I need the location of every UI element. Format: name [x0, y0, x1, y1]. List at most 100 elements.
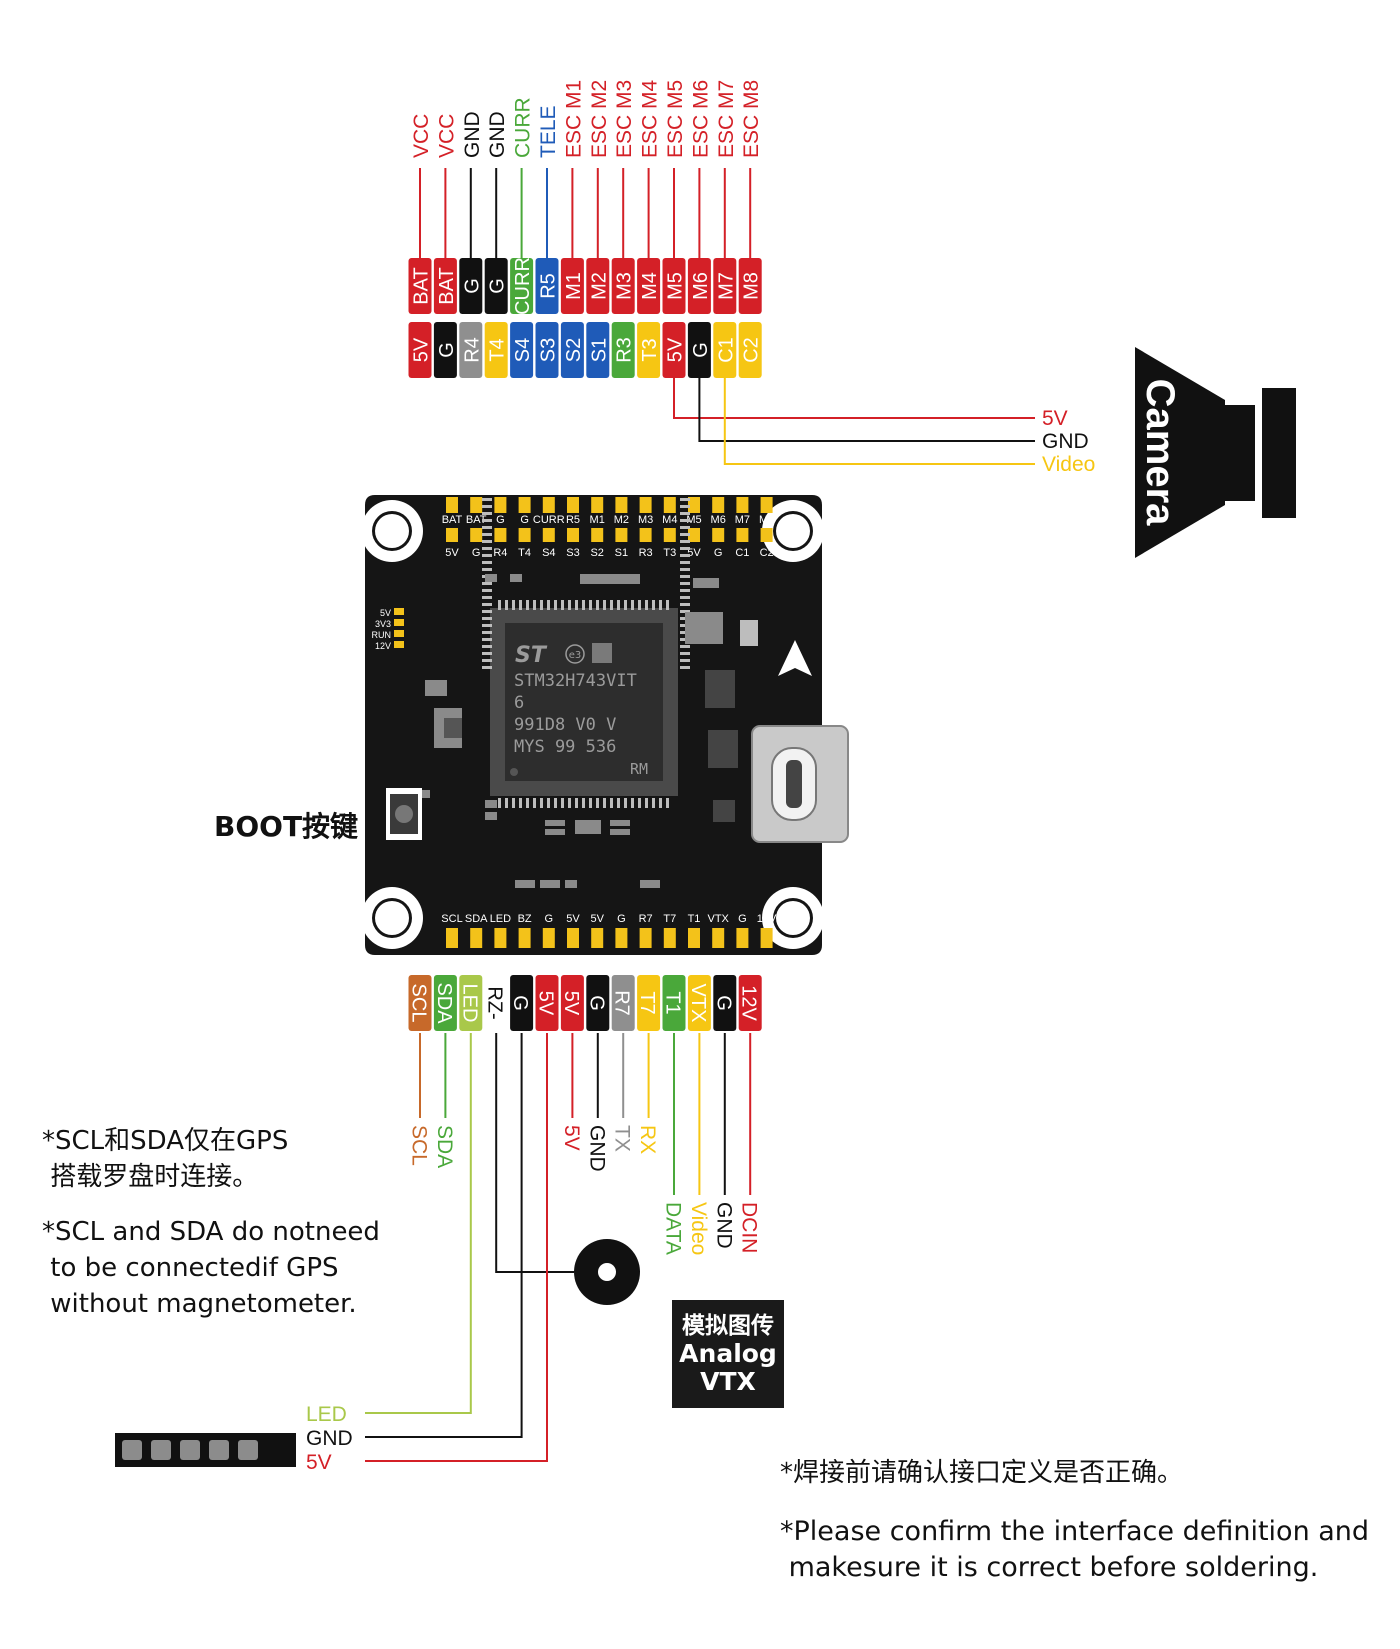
chip-pin: [482, 617, 492, 620]
board-silk-label: G: [545, 913, 554, 925]
board-silk-label: R7: [639, 913, 653, 925]
chip-marking: RM: [630, 760, 648, 778]
chip-pin: [533, 600, 536, 610]
top-row1-pin: [611, 258, 635, 314]
chip-pin: [680, 652, 690, 655]
chip-pin: [680, 659, 690, 662]
top-row1-pin: [459, 258, 483, 314]
board-silk-label: M3: [638, 514, 653, 526]
board-pad: [760, 497, 773, 513]
camera-wire-label: GND: [1042, 430, 1089, 453]
bottom-row-pin-label: 5V: [535, 991, 557, 1016]
led-strip-wire-label: 5V: [306, 1451, 332, 1474]
board-bottom-pads: [446, 928, 773, 948]
chip-pin: [645, 798, 648, 808]
chip-pin: [482, 519, 492, 522]
bottom-row-pin: [662, 975, 686, 1031]
board-silk-label: C1: [735, 547, 749, 559]
board-pad: [663, 928, 676, 948]
top-row2-pin-label: S1: [588, 338, 610, 362]
vtx-label-cn: 模拟图传: [682, 1313, 774, 1339]
board-silk-label: 5V: [687, 547, 701, 559]
camera-title: Camera: [1138, 379, 1182, 527]
board-pad: [736, 497, 749, 513]
board-pad: [542, 528, 555, 542]
top-row1-pin-label: BAT: [411, 267, 433, 304]
board-pad: [470, 928, 483, 948]
camera-wire: [698, 378, 1035, 442]
chip-pin: [680, 505, 690, 508]
vtx-label-analog: Analog: [679, 1339, 777, 1368]
board-pad: [615, 528, 628, 542]
board-pad: [712, 928, 725, 948]
top-signal-label: ESC M5: [664, 80, 687, 158]
camera-wire: [673, 378, 1035, 419]
bottom-signal-label: GND: [712, 1202, 735, 1249]
chip-pin: [680, 645, 690, 648]
chip-pin: [680, 561, 690, 564]
chip-pin: [561, 600, 564, 610]
board-silk-label: M1: [590, 514, 605, 526]
board-pad: [615, 497, 628, 513]
top-row2-pin-label: T3: [639, 338, 661, 361]
chip-logo: ST: [515, 643, 548, 668]
bottom-row-pin-label: G: [712, 995, 734, 1011]
board-silk-label: M2: [614, 514, 629, 526]
board-pad: [518, 528, 531, 542]
chip-pin: [680, 540, 690, 543]
board-silk-label: C2: [760, 547, 774, 559]
board-silk-label: 12V: [757, 913, 777, 925]
board-pad: [663, 497, 676, 513]
chip-pin: [596, 600, 599, 610]
note-line: 搭载罗盘时连接。: [42, 1162, 259, 1192]
chip-pin: [624, 798, 627, 808]
bottom-signal-label: DATA: [662, 1202, 685, 1255]
chip-pin: [482, 631, 492, 634]
usb-c-port-icon: [751, 725, 849, 843]
camera-wire-label: Video: [1042, 453, 1095, 476]
bottom-row-pin-label: RZ-: [484, 986, 506, 1019]
top-row2-pin: [560, 322, 584, 378]
bottom-row-pin-label: R7: [611, 990, 633, 1016]
camera-wire-label: 5V: [1042, 407, 1068, 430]
top-row1-pin: [535, 258, 559, 314]
board-pad: [688, 528, 700, 542]
top-signal-label: ESC M3: [613, 80, 636, 158]
chip-pin: [659, 600, 662, 610]
top-signal-label: ESC M4: [639, 79, 662, 158]
bottom-row-pin-label: T1: [662, 991, 684, 1014]
bottom-signal-label: GND: [585, 1125, 608, 1172]
board-silk-label: 5V: [566, 913, 580, 925]
chip-marking: MYS 99 536: [514, 737, 616, 757]
top-signal-label: TELE: [537, 105, 560, 158]
board-pad: [712, 497, 725, 513]
top-row1-pin-label: M4: [639, 272, 661, 300]
top-row2-pin-label: G: [436, 342, 458, 358]
chip-pin: [596, 798, 599, 808]
top-row1-pin-label: R5: [538, 273, 560, 299]
chip-pin: [680, 547, 690, 550]
led-strip-wire-label: GND: [306, 1427, 353, 1450]
gps-note-chinese: *SCL和SDA仅在GPS 搭载罗盘时连接。: [42, 1123, 288, 1195]
board-silk-label: S4: [542, 547, 555, 559]
status-led: [394, 630, 404, 637]
board-silk-label: M4: [662, 514, 677, 526]
boot-button-icon: [386, 788, 422, 840]
camera-icon: Camera: [1135, 347, 1296, 558]
top-signal-label: ESC M1: [562, 80, 585, 158]
board-pad: [446, 528, 458, 542]
top-leader-lines: [419, 168, 752, 258]
board-pad: [639, 528, 652, 542]
chip-pin: [568, 600, 571, 610]
boot-button-label: BOOT按键: [214, 810, 359, 843]
board-silk-label: 5V: [445, 547, 459, 559]
chip-pin: [482, 512, 492, 515]
chip-pins: [482, 498, 690, 808]
board-pad: [615, 928, 628, 948]
top-row1-pin-label: M5: [665, 272, 687, 300]
chip-pin: [582, 798, 585, 808]
